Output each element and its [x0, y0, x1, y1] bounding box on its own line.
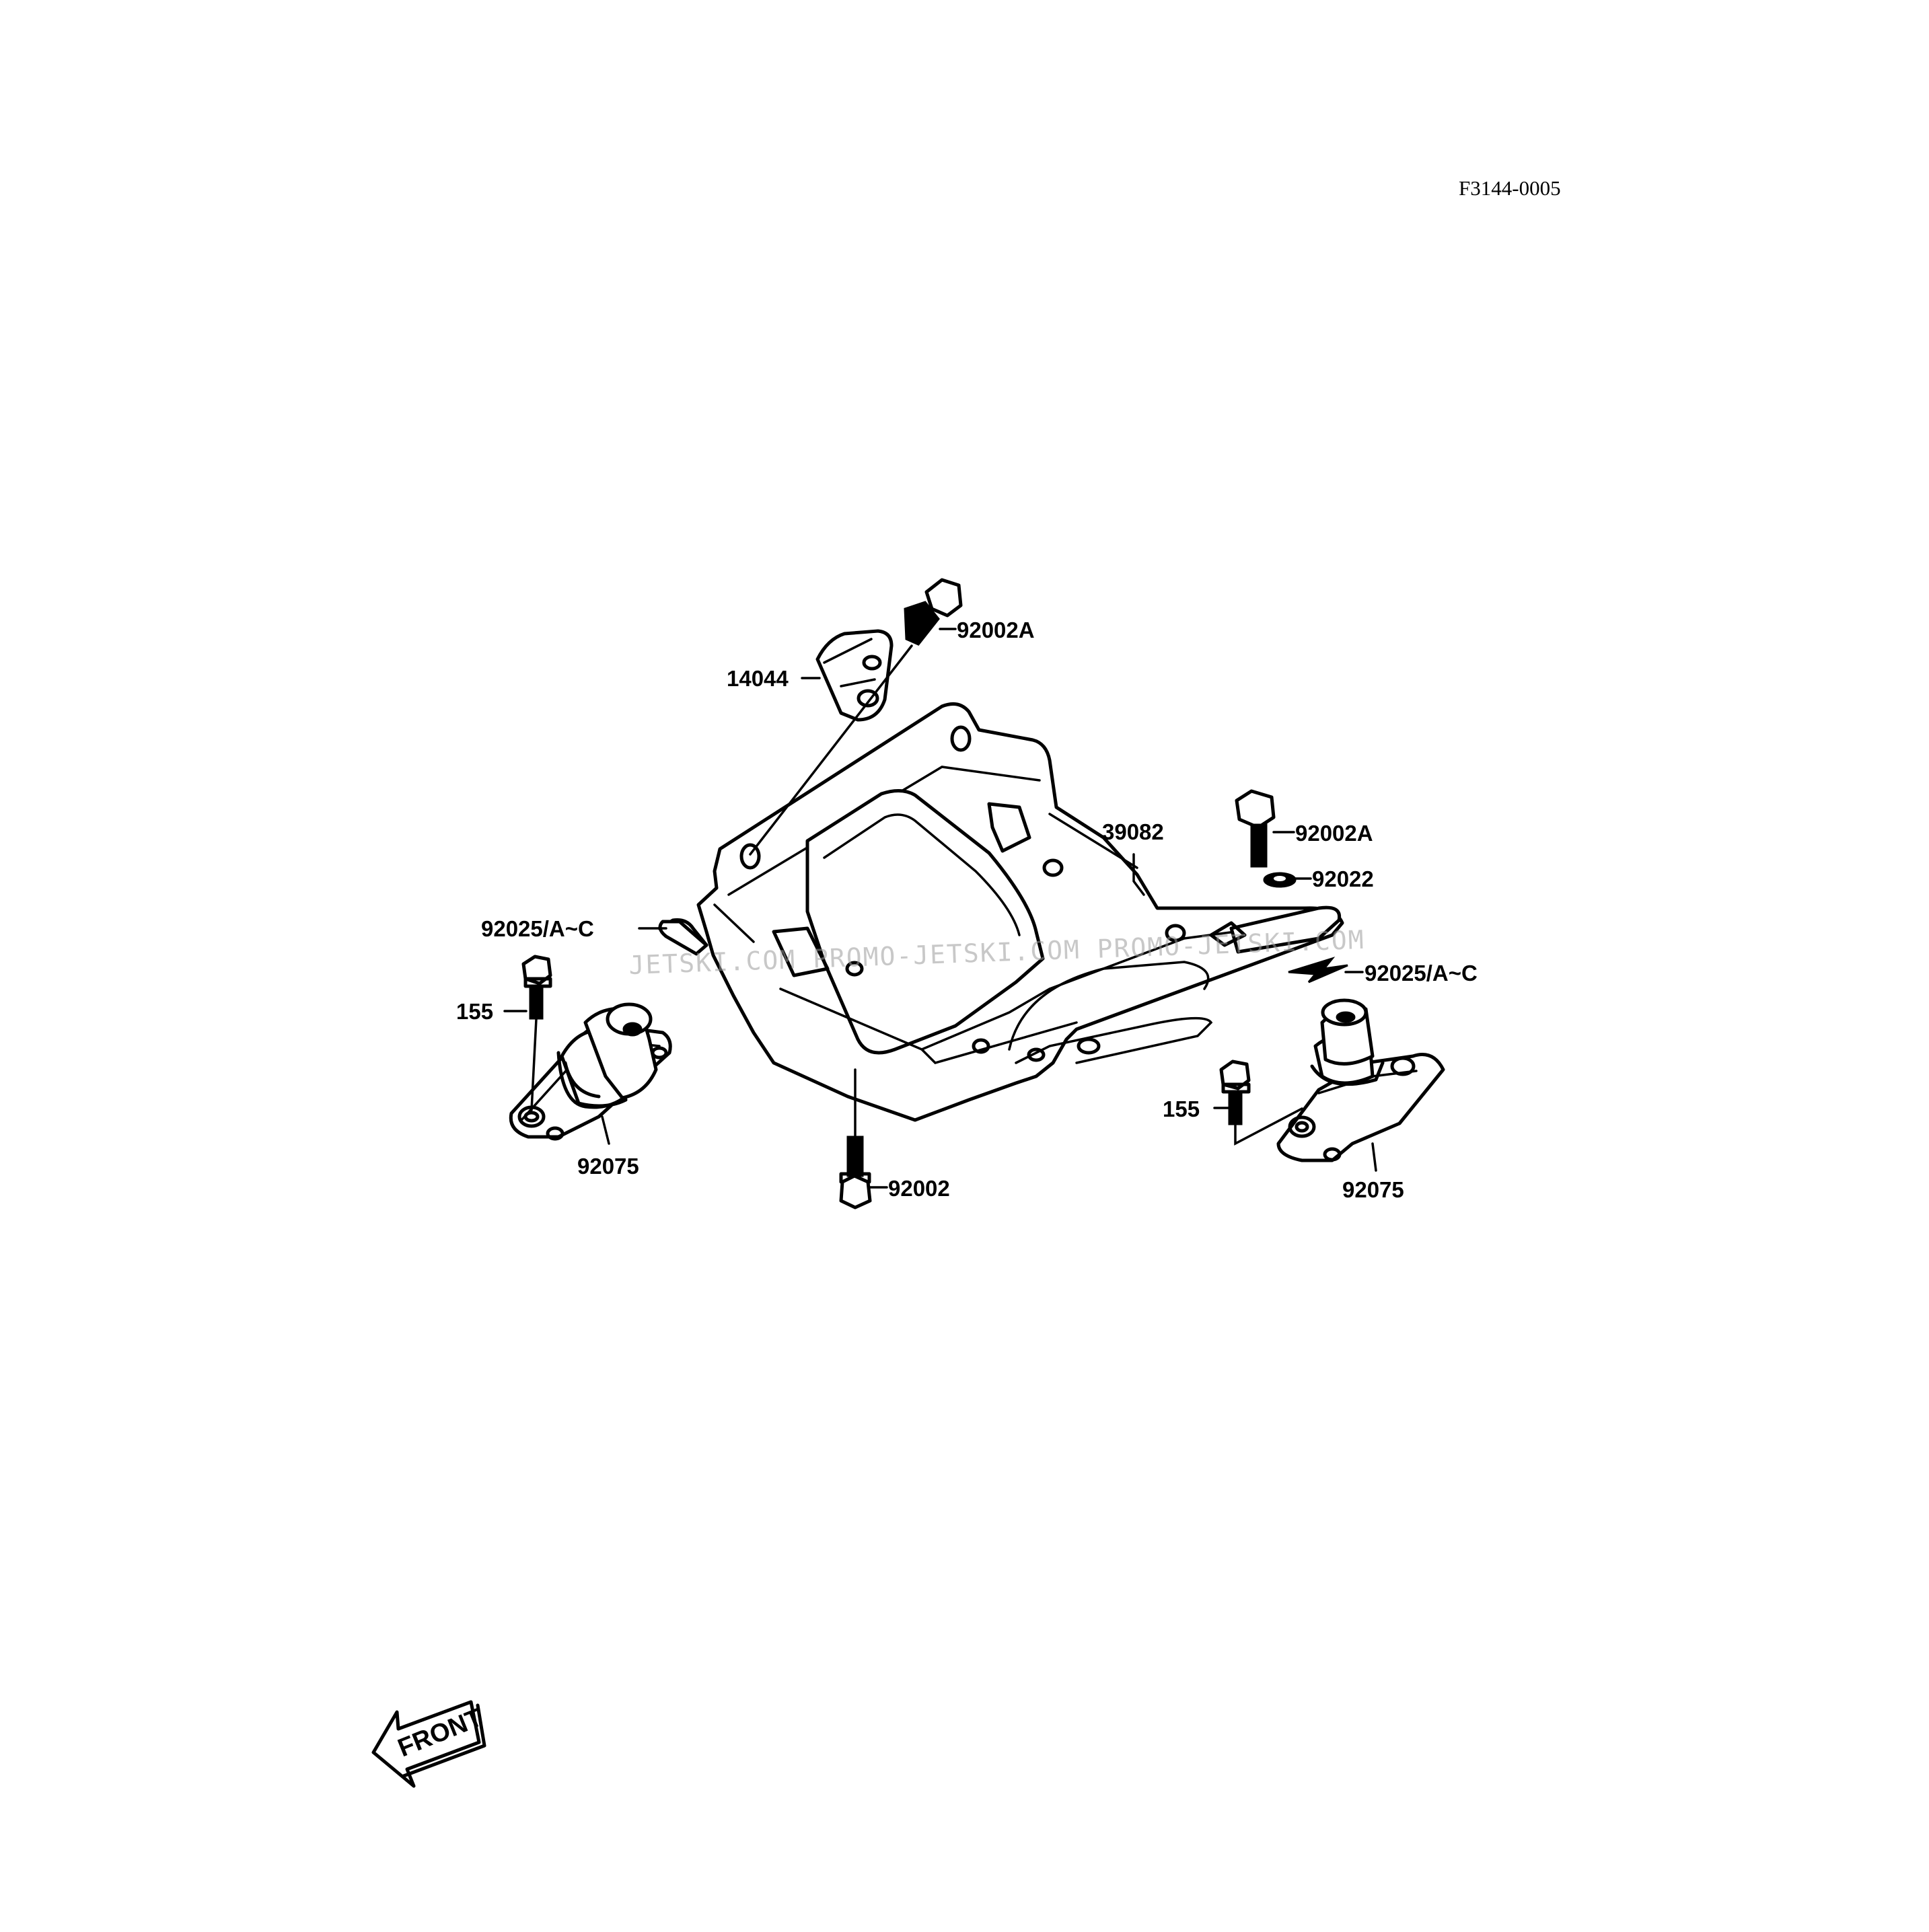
bolt-92002a-right	[1235, 789, 1276, 868]
label-92075-right: 92075	[1342, 1177, 1404, 1202]
label-92002a-right: 92002A	[1295, 821, 1373, 846]
bracket-14044	[815, 629, 894, 722]
label-92075-left: 92075	[577, 1154, 639, 1179]
mount-92075-right	[1276, 998, 1445, 1162]
bolt-155-right	[1219, 1060, 1251, 1125]
bolt-155-left	[521, 955, 552, 1020]
label-92002a-top: 92002A	[957, 618, 1035, 642]
label-14044: 14044	[727, 666, 789, 691]
shim-92025-right	[1288, 957, 1348, 983]
label-39082: 39082	[1102, 819, 1164, 844]
leader-lines	[503, 628, 1377, 1189]
front-arrow: FRONT	[371, 1700, 486, 1788]
bolt-92002a-top	[904, 578, 963, 646]
diagram-code: F3144-0005	[1459, 176, 1561, 200]
shim-92025-left	[658, 920, 708, 956]
label-92025-right: 92025/A~C	[1364, 961, 1478, 986]
label-155-left: 155	[456, 999, 493, 1024]
bolt-92002-bottom	[839, 1136, 872, 1210]
engine-bed-plate	[657, 702, 1344, 1122]
label-92002-bottom: 92002	[888, 1176, 950, 1201]
label-155-right: 155	[1163, 1097, 1200, 1121]
label-92025-left: 92025/A~C	[481, 916, 594, 941]
mount-92075-left	[509, 1002, 672, 1141]
label-92022: 92022	[1312, 866, 1374, 891]
